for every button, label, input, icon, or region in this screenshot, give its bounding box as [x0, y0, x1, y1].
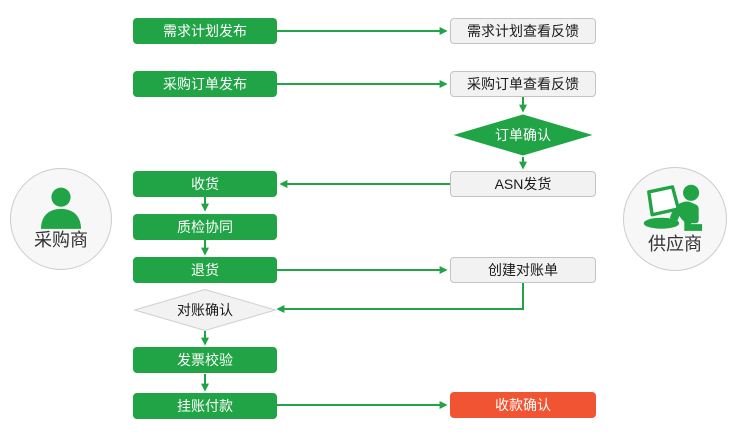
actor-buyer-label: 采购商: [34, 230, 88, 251]
node-invoice-verification: 发票校验: [133, 347, 277, 373]
node-asn-shipment: ASN发货: [450, 171, 596, 197]
buyer-person-icon: [41, 187, 81, 229]
actor-buyer: 采购商: [10, 168, 112, 270]
actor-supplier-label: 供应商: [648, 234, 702, 255]
actor-supplier: 供应商: [623, 167, 727, 271]
node-demand-plan-feedback: 需求计划查看反馈: [450, 18, 596, 44]
node-demand-plan-publish: 需求计划发布: [133, 18, 277, 44]
node-payment-receipt-confirm: 收款确认: [450, 392, 596, 418]
node-book-payment: 挂账付款: [133, 393, 277, 419]
diamond-shape: [453, 114, 593, 156]
node-receive-goods: 收货: [133, 171, 277, 197]
node-po-feedback: 采购订单查看反馈: [450, 71, 596, 97]
node-label: 对账确认: [177, 302, 233, 318]
supplier-person-laptop-icon: [643, 184, 703, 231]
node-create-statement: 创建对账单: [450, 257, 596, 283]
node-quality-inspection: 质检协同: [133, 214, 277, 240]
node-reconciliation-confirm: 对账确认: [134, 289, 276, 331]
node-return-goods: 退货: [133, 257, 277, 283]
arrow-statement-to-recon: [276, 283, 524, 313]
node-po-publish: 采购订单发布: [133, 71, 277, 97]
node-label: 订单确认: [495, 127, 551, 143]
diamond-shape: [134, 289, 276, 331]
node-order-confirm: 订单确认: [453, 114, 593, 156]
